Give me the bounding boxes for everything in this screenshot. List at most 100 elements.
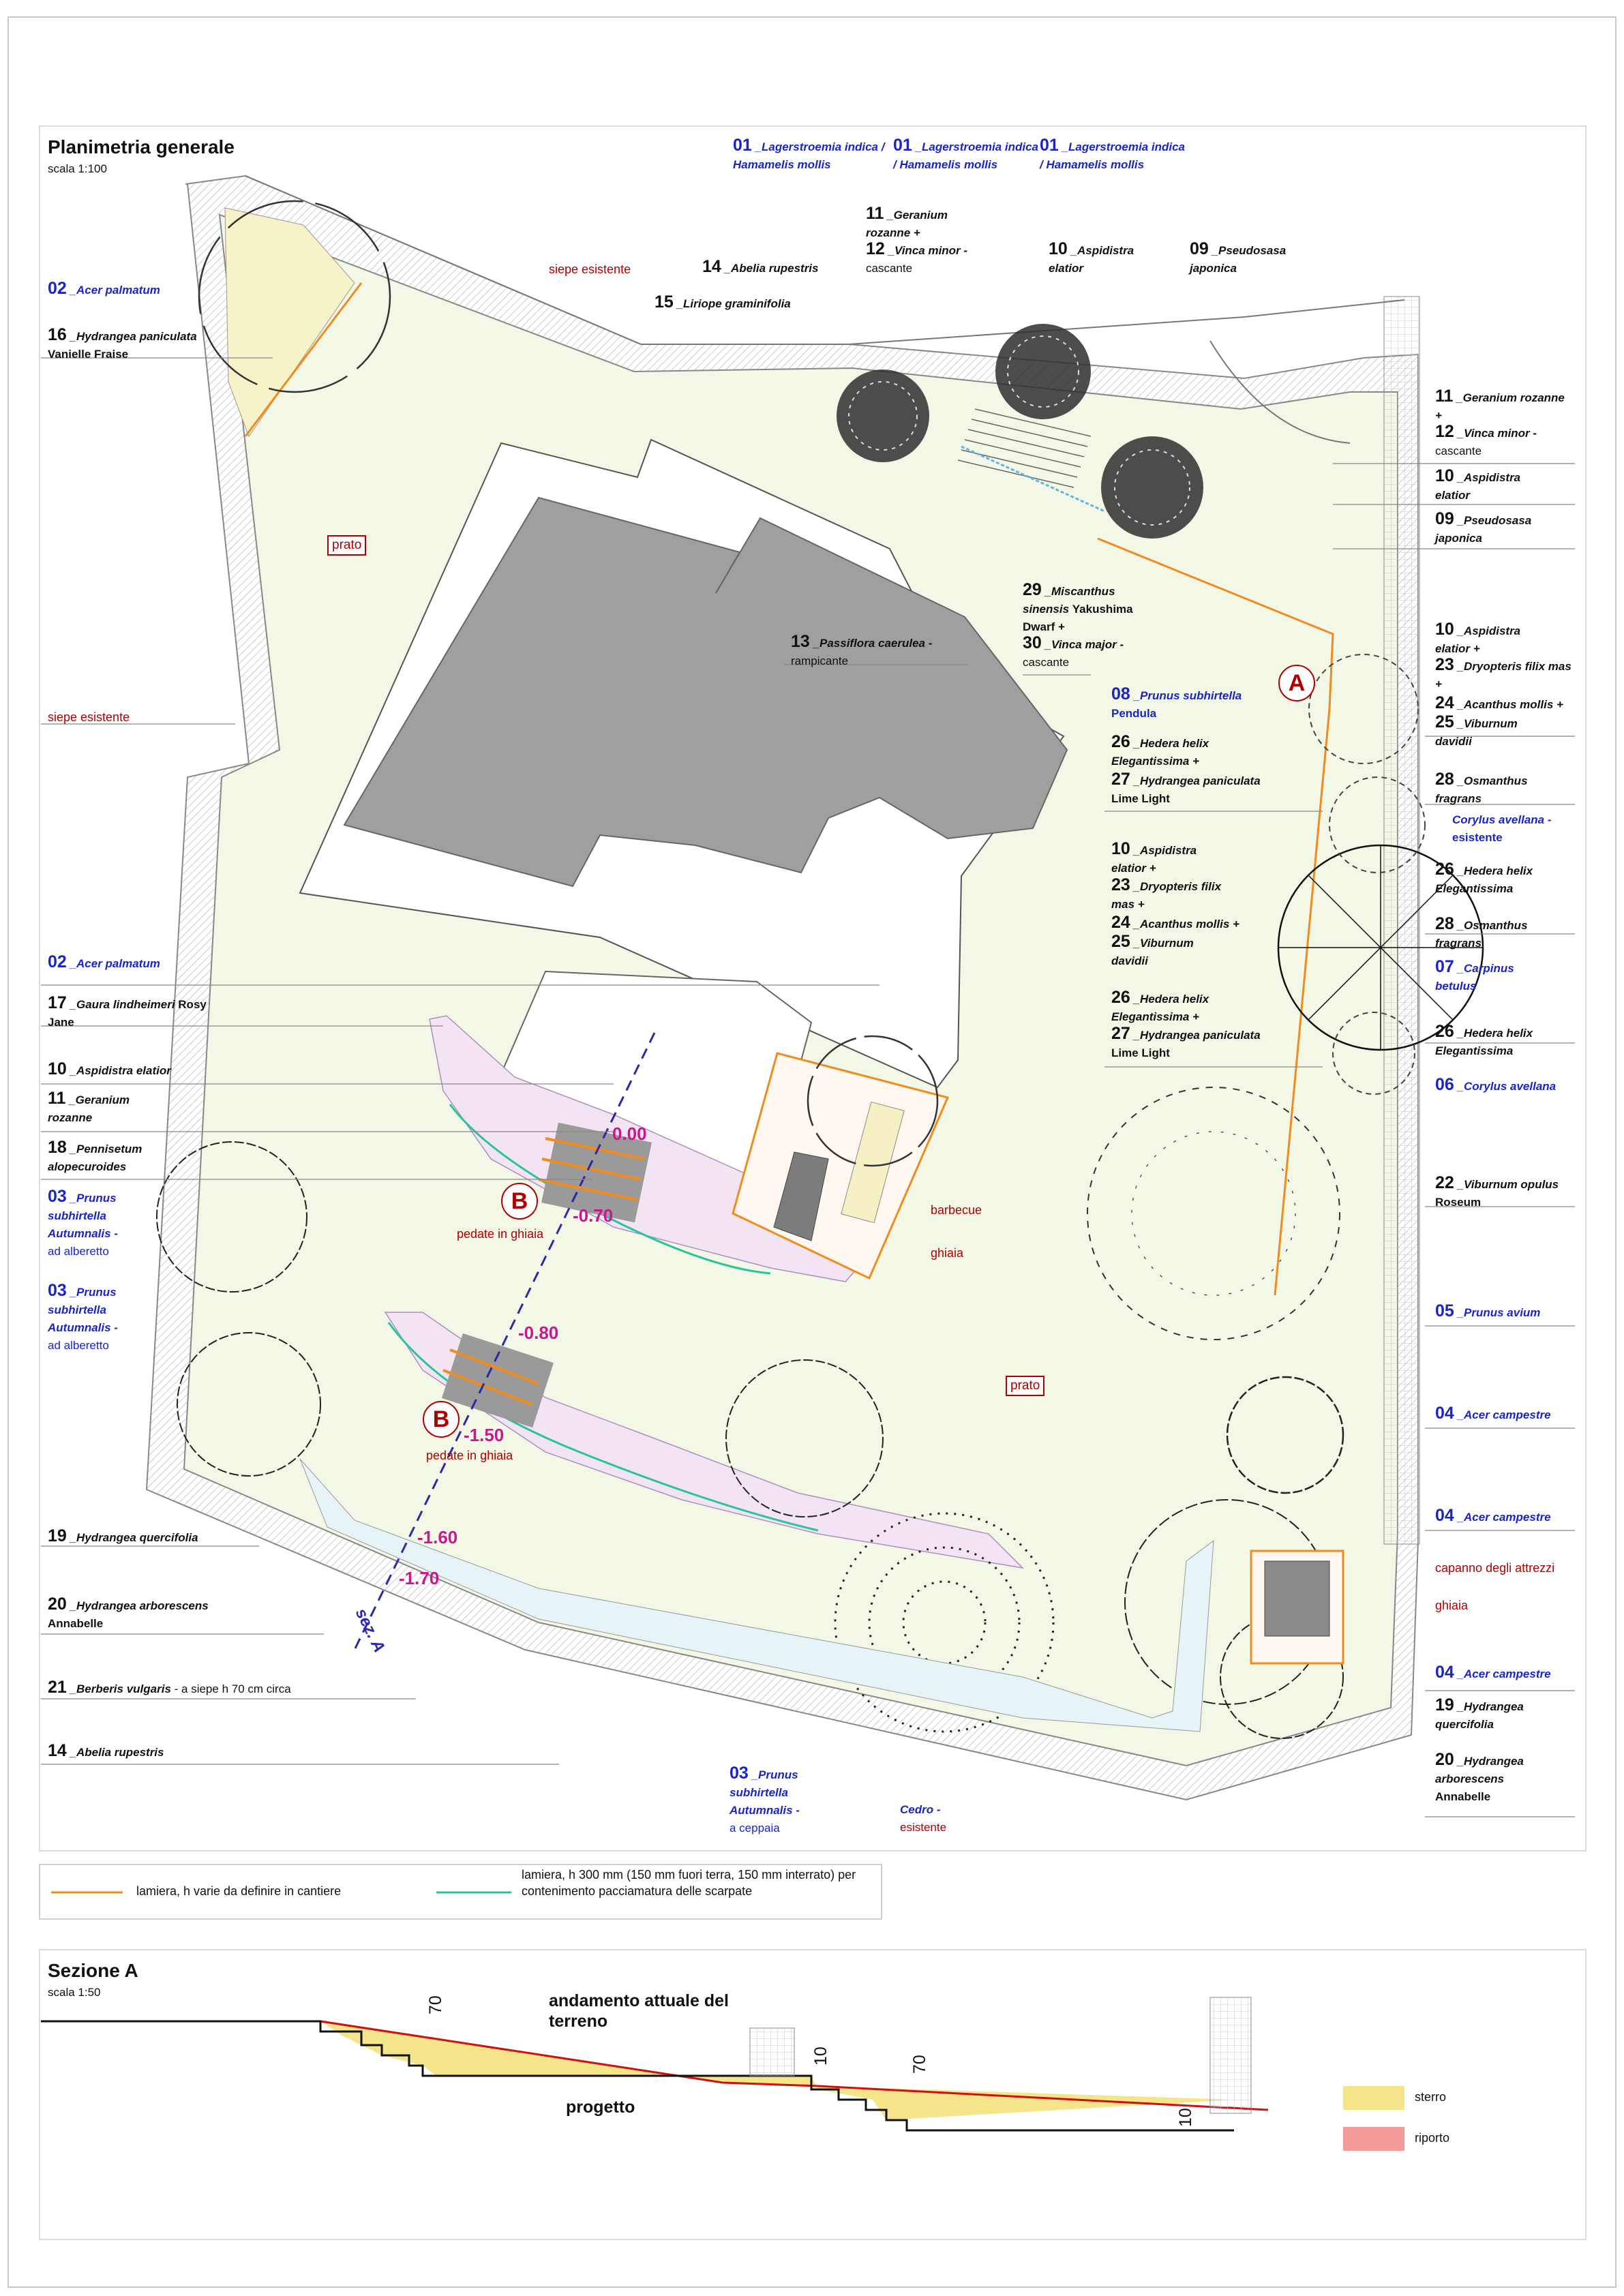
plant-label-28-right-b: 28 _Osmanthus fragrans [1435,914,1528,950]
acer-bed-edge [244,282,363,437]
plant-label-18: 18 _Pennisetum alopecuroides [48,1138,142,1173]
section-dim: 70 [910,2055,929,2074]
plant-label-26-center-a: 26 _Hedera helix Elegantissima + [1111,732,1209,768]
plan-scale: scala 1:100 [48,162,107,175]
right-grid-strip [1383,296,1420,1545]
plant-label-05: 05 _Prunus avium [1435,1301,1541,1320]
entrance-stairs [957,408,1092,488]
section-scale: scala 1:50 [48,1986,101,1999]
plant-label-02a: 02 _Acer palmatum [48,279,160,298]
sheet-border [7,16,1617,2288]
plant-label-04b: 04 _Acer campestre [1435,1506,1551,1525]
section-legend-riporto: riporto [1415,2131,1450,2145]
level-label: 0.00 [612,1123,647,1144]
tool-shed-note: capanno degli attrezzi [1435,1561,1555,1575]
plant-label-03a: 03 _Prunus subhirtella Autumnalis -ad al… [48,1187,118,1258]
gravel-note-2: ghiaia [1435,1599,1469,1612]
lawn-label-1: prato [327,535,367,556]
plant-label-corylus-existing: Corylus avellana -esistente [1452,813,1552,844]
plant-label-14-top: 14 _Abelia rupestris [702,257,819,276]
plant-label-cedro: Cedro -esistente [900,1803,947,1834]
leader-lines [41,357,1575,1817]
plant-label-04a: 04 _Acer campestre [1435,1404,1551,1423]
steps-b-upper [538,1122,652,1223]
tree-prunus-bottom [725,1359,884,1517]
plant-label-26-right-b: 26 _Hedera helix Elegantissima [1435,1022,1533,1057]
plan-frame [39,125,1587,1852]
upper-teal-edge [449,1104,771,1275]
plant-label-13: 13 _Passiflora caerulea -rampicante [791,632,933,667]
plant-label-25-center: 25 _Viburnum davidii [1111,932,1194,967]
plant-label-03-bottom: 03 _Prunus subhirtella Autumnalis -a cep… [730,1764,800,1834]
section-wall-2 [1209,1997,1252,2114]
plant-label-24-right: 24 _Acanthus mollis + [1435,693,1563,712]
tree-prunus-left-1 [156,1141,307,1293]
level-label: -0.80 [518,1323,559,1343]
plant-label-29: 29 _Miscanthus sinensis Yakushima Dwarf … [1023,580,1133,633]
plant-label-04c: 04 _Acer campestre [1435,1663,1551,1682]
plant-label-01a: 01 _Lagerstroemia indica / Hamamelis mol… [733,136,885,171]
section-line [353,1032,656,1650]
plant-label-30: 30 _Vinca major -cascante [1023,633,1124,669]
plan-title: Planimetria generale [48,136,235,157]
section-project-profile [41,2020,1234,2132]
tree-carpinus [1277,844,1484,1051]
tree-lagerstroemia-2 [995,324,1091,419]
plant-label-12-right: 12 _Vinca minor -cascante [1435,422,1537,457]
level-label: -1.70 [399,1568,440,1588]
plant-label-21: 21 _Berberis vulgaris - a siepe h 70 cm … [48,1678,291,1697]
plant-label-15-top: 15 _Liriope graminifolia [655,292,791,312]
plant-label-11-left: 11 _Geranium rozanne [48,1089,130,1124]
plant-label-02b: 02 _Acer palmatum [48,952,160,971]
tool-shed [1264,1560,1330,1637]
plant-label-10-left: 10 _Aspidistra elatior [48,1059,171,1078]
section-legend-sterro-swatch [1343,2086,1404,2110]
plant-label-10-top: 10 _Aspidistra elatior [1049,239,1134,275]
section-dim: 10 [1176,2108,1195,2127]
gravel-steps-note-2: pedate in ghiaia [426,1449,513,1462]
legend-orange-text: lamiera, h varie da definire in cantiere [136,1884,342,1898]
hedge-left-note: siepe esistente [48,710,130,724]
plant-label-06: 06 _Corylus avellana [1435,1075,1557,1094]
tree-prunus-pendula [1308,654,1419,764]
section-title: Sezione A [48,1960,138,1981]
plant-label-26-center-b: 26 _Hedera helix Elegantissima + [1111,988,1209,1023]
plant-label-17: 17 _Gaura lindheimeri Rosy Jane [48,993,207,1029]
plant-label-25-right: 25 _Viburnum davidii [1435,712,1518,748]
barbecue-note: barbecue [931,1203,982,1217]
section-current-ground-note: andamento attuale del terreno [549,1991,729,2031]
acer-bed [224,207,355,438]
plant-label-09-right: 09 _Pseudosasa japonica [1435,509,1532,545]
plant-label-12-top: 12 _Vinca minor -cascante [866,239,968,275]
section-legend-sterro: sterro [1415,2090,1447,2104]
tree-corylus-1 [1329,776,1426,873]
section-dim: 10 [811,2046,830,2066]
house-building [343,496,1068,888]
plant-label-27-center-a: 27 _Hydrangea paniculata Lime Light [1111,770,1261,805]
section-project-note: progetto [566,2098,635,2117]
plant-label-24-center: 24 _Acanthus mollis + [1111,913,1239,932]
bottom-path [299,1458,1214,1732]
plant-label-11-right: 11 _Geranium rozanne + [1435,387,1565,422]
steps-b-lower [441,1333,554,1428]
tree-lagerstroemia-1 [837,369,929,462]
marker-b-1: B [501,1183,538,1220]
plant-label-10-right: 10 _Aspidistra elatior [1435,466,1521,502]
plant-label-27-center-b: 27 _Hydrangea paniculata Lime Light [1111,1024,1261,1059]
section-legend-riporto-swatch [1343,2127,1404,2151]
tree-lagerstroemia-3 [1101,436,1203,539]
plant-label-26-right-a: 26 _Hedera helix Elegantissima [1435,860,1533,895]
marker-b-2: B [423,1401,460,1438]
plant-label-19-left: 19 _Hydrangea quercifolia [48,1526,198,1545]
street-curve [1209,340,1351,444]
level-label: -0.70 [573,1205,614,1226]
tree-acer-palmatum-top [198,200,391,393]
tree-viburnum-opulus [1087,1087,1340,1340]
tree-corylus-2 [1332,1012,1415,1095]
gravel-steps-note-1: pedate in ghiaia [457,1227,544,1241]
